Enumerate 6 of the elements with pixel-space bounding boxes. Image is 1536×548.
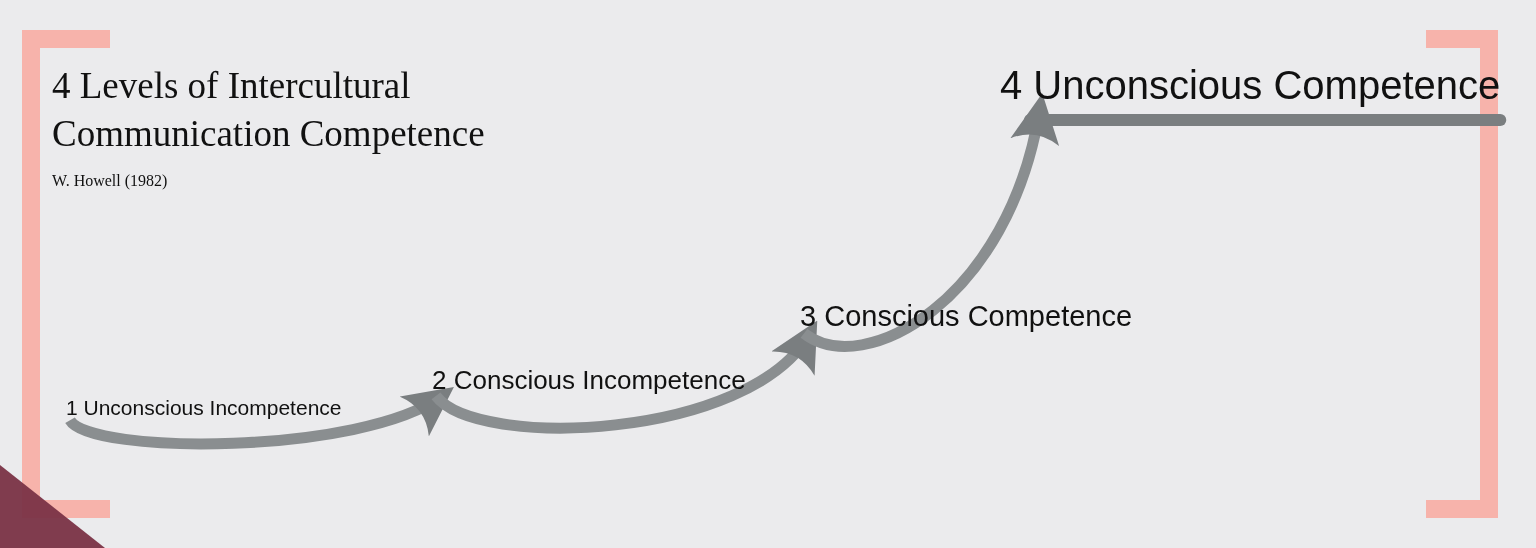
title: 4 Levels of Intercultural Communication Competence (52, 64, 486, 156)
subtitle: W. Howell (1982) (52, 172, 168, 190)
stage-label: 3 Conscious Competence (800, 300, 1133, 334)
stage-label: 1 Unconscious Incompetence (66, 396, 342, 421)
stage-label: 4 Unconscious Competence (1000, 62, 1501, 108)
stage-label: 2 Conscious Incompetence (432, 366, 746, 396)
